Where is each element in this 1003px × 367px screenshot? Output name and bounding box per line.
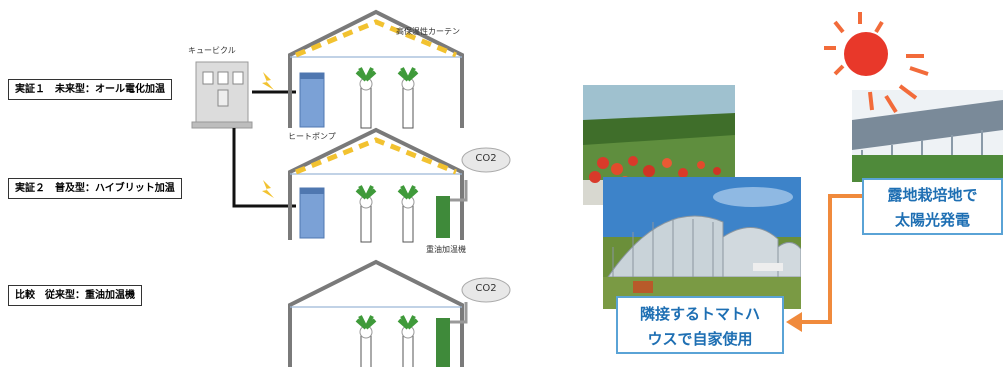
- solar-field-photo: [852, 90, 1003, 182]
- heatpump-label: ヒートポンプ: [288, 132, 336, 141]
- plant: [397, 67, 419, 129]
- sun-icon: [824, 12, 929, 114]
- cubicle-label: キュービクル: [188, 46, 236, 55]
- cubicle-unit: [191, 61, 253, 129]
- solar-power-box: 露地栽培地で 太陽光発電: [862, 178, 1003, 235]
- lightning-icon: [262, 72, 274, 90]
- greenhouse-3: [288, 259, 511, 367]
- greenhouse-1: [288, 9, 464, 129]
- solar-box-line2: 太陽光発電: [894, 211, 970, 229]
- co2-label-1: CO2: [475, 153, 497, 164]
- greenhouse-2: [288, 127, 511, 243]
- co2-label-2: CO2: [475, 283, 497, 294]
- tomato-box-line1: 隣接するトマトハ: [639, 305, 760, 323]
- plant: [355, 315, 377, 367]
- compare-label: 比較 従来型：重油加温機: [8, 285, 142, 306]
- heating-diagram: [191, 9, 511, 367]
- oilheater-label: 重油加温機: [426, 245, 466, 254]
- lightning-icon-2: [262, 180, 274, 198]
- tomato-house-box: 隣接するトマトハ ウスで自家使用: [616, 296, 784, 354]
- solar-box-line1: 露地栽培地で: [887, 186, 978, 204]
- demo2-label: 実証２ 普及型：ハイブリット加温: [8, 178, 182, 199]
- plant: [397, 315, 419, 367]
- plant: [397, 185, 419, 243]
- greenhouse-photo: [603, 177, 801, 309]
- plant: [355, 67, 377, 129]
- curtain-label: 高保温性カーテン: [396, 27, 460, 36]
- tomato-box-line2: ウスで自家使用: [647, 330, 753, 348]
- plant: [355, 185, 377, 243]
- demo1-label: 実証１ 未来型：オール電化加温: [8, 79, 172, 100]
- flow-arrow: [786, 194, 868, 332]
